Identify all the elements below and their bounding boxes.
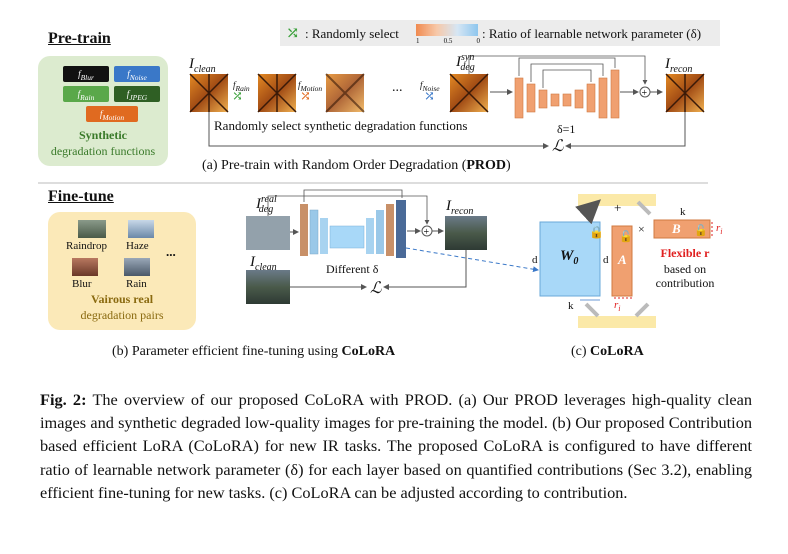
- image-clean: [189, 73, 229, 113]
- image-ft-recon: [445, 216, 487, 250]
- based-on: based on: [663, 262, 707, 276]
- label-w0: W0: [560, 248, 579, 267]
- loss-finetune: ℒ: [370, 280, 382, 297]
- shuffle-icon-noise: ⤮: [424, 88, 435, 103]
- badge-blur: fBlur: [63, 66, 109, 82]
- shuffle-icon-rain: ⤮: [232, 88, 243, 103]
- label-haze: Haze: [126, 240, 149, 252]
- label-ft-recon: Irecon: [446, 198, 474, 217]
- image-real-deg: [246, 216, 290, 250]
- arrow-up-right: [636, 200, 652, 216]
- a-block: [611, 225, 633, 297]
- svg-text:+: +: [642, 88, 648, 99]
- badge-jpeg: fJPEG: [114, 86, 160, 102]
- label-b: B: [672, 221, 681, 236]
- badge-motion: fMotion: [86, 106, 138, 122]
- shuffle-icon-motion: ⤮: [300, 88, 311, 103]
- thumb-raindrop: [78, 220, 106, 238]
- image-recon: [665, 73, 705, 113]
- panel-c-label: (c) CoLoRA: [571, 344, 644, 359]
- arrow-down-left: [584, 302, 600, 318]
- image-ft-clean: [246, 270, 290, 304]
- scale-1: 1: [416, 37, 420, 45]
- label-i-recon: Irecon: [665, 56, 693, 75]
- unlock-icon-b: 🔓: [694, 224, 708, 237]
- scale-05: 0.5: [443, 37, 453, 45]
- badge-rain: fRain: [63, 86, 109, 102]
- label-rain: Rain: [126, 278, 147, 290]
- unet-pretrain: [514, 69, 620, 119]
- arrow-down-right: [634, 302, 650, 318]
- delta-text: δ=1: [557, 122, 576, 136]
- label-raindrop: Raindrop: [66, 240, 107, 252]
- badge-noise: fNoise: [114, 66, 160, 82]
- label-k-top: k: [680, 206, 686, 218]
- legend-random: : Randomly select: [305, 26, 399, 41]
- label-f-noise: fNoise: [420, 80, 440, 93]
- zoom-line: [405, 247, 539, 273]
- figure-caption: Fig. 2: The overview of our proposed CoL…: [40, 390, 753, 502]
- pairs-ellipsis: ...: [166, 244, 176, 259]
- image-motion: [325, 73, 365, 113]
- unet-finetune: [300, 200, 406, 258]
- different-delta: Different δ: [326, 262, 379, 276]
- thumb-haze: [128, 220, 154, 238]
- label-a: A: [618, 252, 627, 267]
- panel-b-label: (b) Parameter efficient fine-tuning usin…: [112, 344, 396, 359]
- legend-ratio: : Ratio of learnable network parameter (…: [482, 26, 702, 41]
- ratio-gradient: [416, 24, 478, 36]
- panel-a-label: (a) Pre-train with Random Order Degradat…: [202, 158, 511, 173]
- real-title: Vairous real: [90, 292, 154, 306]
- legend-box: [280, 20, 720, 46]
- thumb-rain: [124, 258, 150, 276]
- label-times: ×: [638, 222, 645, 236]
- label-blur: Blur: [72, 278, 92, 290]
- random-select-text: Randomly select synthetic degradation fu…: [214, 118, 468, 133]
- w0-block: [539, 221, 601, 297]
- scale-0: 0: [476, 37, 481, 45]
- label-plus: +: [614, 200, 622, 215]
- label-d-mid: d: [603, 254, 609, 266]
- contribution-text: contribution: [655, 276, 715, 290]
- image-rain: [257, 73, 297, 113]
- label-i-syn: Isyndeg: [456, 52, 475, 73]
- b-block: [653, 219, 711, 239]
- label-d-left: d: [532, 254, 538, 266]
- real-sub: degradation pairs: [80, 308, 164, 322]
- unlock-icon-a: 🔓: [619, 230, 633, 243]
- pretrain-title: Pre-train: [48, 30, 111, 47]
- flexible-r: Flexible r: [660, 246, 710, 260]
- label-f-motion: fMotion: [298, 80, 323, 93]
- pretrain-ellipsis: ...: [392, 80, 403, 95]
- label-k-bottom: k: [568, 300, 574, 312]
- synthetic-sub: degradation functions: [50, 144, 156, 158]
- finetune-title: Fine-tune: [48, 188, 114, 205]
- synthetic-title: Synthetic: [79, 128, 127, 142]
- lock-icon-w0: 🔒: [589, 225, 604, 239]
- thumb-blur: [72, 258, 98, 276]
- image-syn: [449, 73, 489, 113]
- arrow-up-left: [575, 199, 601, 225]
- label-r-bottom: ri: [614, 299, 621, 314]
- label-i-clean: Iclean: [189, 56, 216, 75]
- input-bar: [578, 316, 656, 328]
- label-ft-clean: Iclean: [250, 254, 277, 273]
- label-r-side: ri: [716, 222, 723, 237]
- svg-text:+: +: [424, 227, 430, 238]
- label-i-real: Irealdeg: [256, 194, 277, 215]
- label-f-rain: fRain: [233, 80, 250, 93]
- loss-pretrain: ℒ: [552, 138, 564, 155]
- shuffle-icon: ⤮: [286, 25, 300, 42]
